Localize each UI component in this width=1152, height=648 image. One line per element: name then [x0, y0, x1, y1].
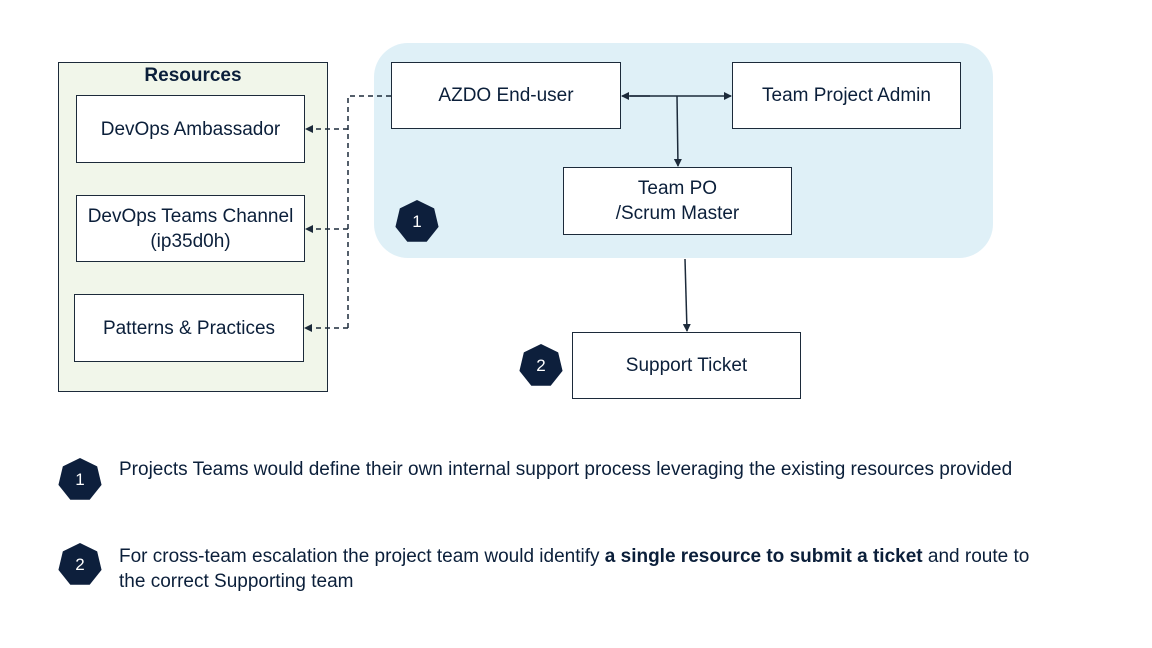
- node-team-po-scrum-master: Team PO /Scrum Master: [563, 167, 792, 235]
- node-team-po-label: Team PO: [637, 178, 718, 199]
- node-scrum-master-label: /Scrum Master: [615, 203, 740, 224]
- note-two-text-end: and route to the correct Supporting team: [119, 546, 1030, 592]
- note-two-text-start: For cross-team escalation the project te…: [119, 546, 605, 567]
- arrow-to-team-po: [673, 95, 682, 167]
- resource-devops-ambassador: DevOps Ambassador: [76, 95, 305, 163]
- badge-two-diagram-label: 2: [536, 356, 546, 375]
- resource-devops-teams-channel-label: DevOps Teams Channel (ip35d0h): [87, 205, 294, 252]
- resource-patterns-practices: Patterns & Practices: [74, 294, 304, 362]
- resource-devops-teams-channel: DevOps Teams Channel (ip35d0h): [76, 195, 305, 262]
- resources-title: Resources: [144, 65, 242, 86]
- dashed-connector-trunk: [347, 95, 391, 328]
- note-one: Projects Teams would define their own in…: [119, 457, 1049, 482]
- note-two: For cross-team escalation the project te…: [119, 544, 1049, 594]
- node-azdo-end-user-label: AZDO End-user: [438, 85, 574, 106]
- node-team-project-admin: Team Project Admin: [732, 62, 961, 129]
- note-two-emphasis: a single resource to submit a ticket: [604, 546, 923, 567]
- resource-patterns-practices-label: Patterns & Practices: [102, 317, 276, 339]
- badge-one-note-label: 1: [75, 470, 85, 489]
- node-support-ticket-label: Support Ticket: [625, 355, 748, 376]
- resource-devops-ambassador-label: DevOps Ambassador: [100, 118, 281, 140]
- badge-one-diagram-label: 1: [412, 212, 422, 231]
- node-azdo-end-user: AZDO End-user: [391, 62, 621, 129]
- arrow-to-support-ticket: [682, 258, 691, 332]
- node-support-ticket: Support Ticket: [572, 332, 801, 399]
- note-one-text: Projects Teams would define their own in…: [119, 459, 1013, 480]
- node-team-project-admin-label: Team Project Admin: [762, 85, 931, 106]
- badge-two-note-label: 2: [75, 555, 85, 574]
